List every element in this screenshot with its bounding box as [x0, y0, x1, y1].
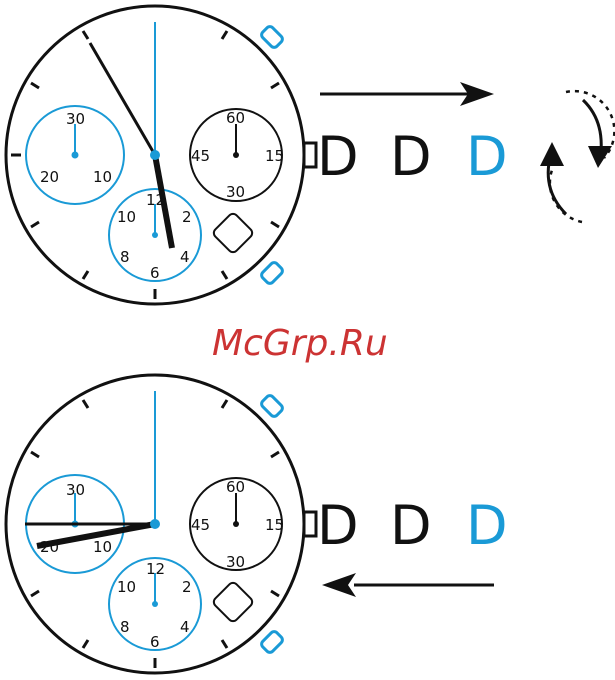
crown-position-1: D: [317, 125, 359, 188]
subdial-right-45: 45: [191, 516, 210, 534]
subdial-left-10: 10: [93, 538, 112, 556]
subdial-bottom-4: 4: [180, 618, 190, 636]
subdial-bottom: 12 10 2 8 4 6: [109, 189, 201, 282]
crown-position-3: D: [466, 125, 508, 188]
subdial-bottom-8: 8: [120, 248, 130, 266]
subdial-bottom-10: 10: [117, 578, 136, 596]
minute-hand: [90, 43, 155, 155]
subdial-left: 30 20 10: [26, 106, 124, 204]
crown: [304, 512, 316, 536]
subdial-right-45: 45: [191, 147, 210, 165]
watch-bottom: D D D 30 20 10 60 45 15 30 12 10: [6, 375, 508, 673]
crown-position-2: D: [390, 125, 432, 188]
arrow-right: [320, 82, 494, 106]
pusher-bottom: [260, 261, 284, 285]
subdial-bottom-2: 2: [182, 208, 192, 226]
pusher-top: [260, 25, 284, 49]
subdial-left-30: 30: [66, 110, 85, 128]
subdial-right-30: 30: [226, 553, 245, 571]
crown-position-3: D: [466, 494, 508, 557]
date-window: [212, 212, 254, 254]
watch-top: D D D 30 20 10 60 45 15 30 12 10: [6, 6, 614, 304]
subdial-right-60: 60: [226, 478, 245, 496]
subdial-bottom: 12 10 2 8 4 6: [109, 558, 201, 651]
subdial-right-15: 15: [265, 516, 284, 534]
subdial-left-20: 20: [40, 168, 59, 186]
center-pin: [150, 150, 160, 160]
subdial-right-15: 15: [265, 147, 284, 165]
subdial-right: 60 45 15 30: [190, 109, 284, 201]
subdial-bottom-12: 12: [146, 560, 165, 578]
pusher-bottom: [260, 630, 284, 654]
center-pin: [150, 519, 160, 529]
subdial-bottom-10: 10: [117, 208, 136, 226]
crown-position-1: D: [317, 494, 359, 557]
subdial-left-10: 10: [93, 168, 112, 186]
arrow-left: [322, 573, 494, 597]
subdial-right-60: 60: [226, 109, 245, 127]
pusher-top: [260, 394, 284, 418]
subdial-bottom-2: 2: [182, 578, 192, 596]
subdial-bottom-6: 6: [150, 264, 160, 282]
crown: [304, 143, 316, 167]
subdial-bottom-8: 8: [120, 618, 130, 636]
subdial-right-30: 30: [226, 183, 245, 201]
hour-markers: [11, 31, 279, 299]
subdial-bottom-4: 4: [180, 248, 190, 266]
subdial-bottom-6: 6: [150, 633, 160, 651]
rotate-icon: [540, 91, 614, 222]
crown-position-2: D: [390, 494, 432, 557]
date-window: [212, 581, 254, 623]
subdial-left-30: 30: [66, 481, 85, 499]
subdial-right: 60 45 15 30: [190, 478, 284, 571]
watermark: McGrp.Ru: [212, 323, 388, 364]
